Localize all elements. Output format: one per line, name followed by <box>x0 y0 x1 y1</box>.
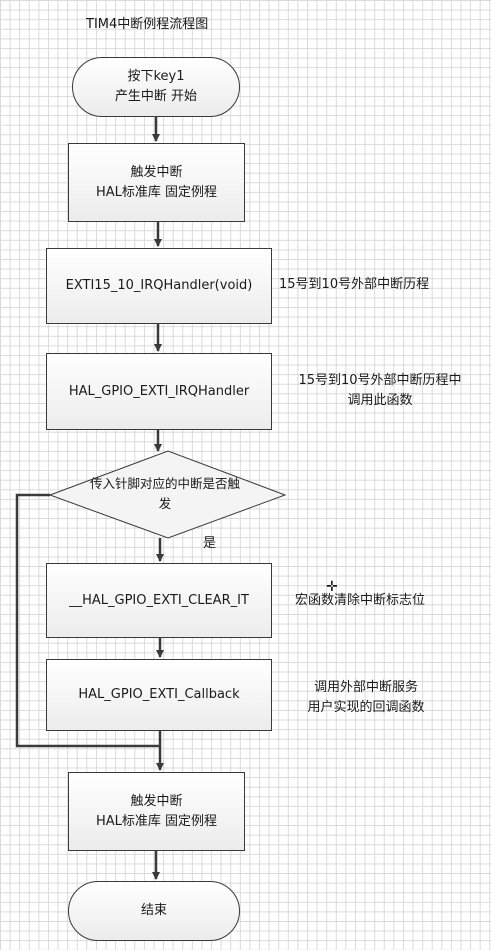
trigger-line-1: 触发中断 <box>130 164 183 180</box>
cursor-crosshair-icon: ✛ <box>326 579 338 595</box>
end-node: 结束 <box>68 881 240 941</box>
gpio-handler-node: HAL_GPIO_EXTI_IRQHandler <box>46 353 272 430</box>
gpio-annotation-line-2: 调用此函数 <box>347 393 413 408</box>
trigger-line-2: HAL标准库 固定例程 <box>95 184 218 200</box>
gpio-handler-label: HAL_GPIO_EXTI_IRQHandler <box>68 383 250 399</box>
start-line-1: 按下key1 <box>127 69 185 84</box>
start-line-2: 产生中断 开始 <box>114 89 198 104</box>
trigger2-line-1: 触发中断 <box>130 793 183 809</box>
end-label: 结束 <box>140 903 167 918</box>
decision-diamond <box>48 450 287 539</box>
gpio-handler-annotation: 15号到10号外部中断历程中 调用此函数 <box>280 371 480 411</box>
yes-branch-label: 是 <box>203 536 217 551</box>
gpio-annotation-line-1: 15号到10号外部中断历程中 <box>298 373 462 388</box>
callback-annotation-line-1: 调用外部中断服务 <box>313 680 418 695</box>
decision-line-1: 传入针脚对应的中断是否触 <box>89 476 240 491</box>
no-branch-loop-line <box>15 493 160 748</box>
start-node: 按下key1 产生中断 开始 <box>72 57 240 117</box>
diagram-title: TIM4中断例程流程图 <box>86 17 209 32</box>
decision-line-2: 发 <box>158 496 172 511</box>
exti-handler-label: EXTI15_10_IRQHandler(void) <box>65 278 253 293</box>
callback-label: HAL_GPIO_EXTI_Callback <box>78 687 240 702</box>
decision-label: 传入针脚对应的中断是否触 发 <box>60 474 270 514</box>
trigger-interrupt-node: 触发中断 HAL标准库 固定例程 <box>68 143 245 222</box>
clear-it-label: __HAL_GPIO_EXTI_CLEAR_IT <box>69 592 249 608</box>
callback-annotation-line-2: 用户实现的回调函数 <box>307 700 425 715</box>
callback-annotation: 调用外部中断服务 用户实现的回调函数 <box>286 678 446 718</box>
trigger-interrupt-node-2: 触发中断 HAL标准库 固定例程 <box>68 772 245 851</box>
clear-it-annotation: 宏函数清除中断标志位 <box>295 593 426 608</box>
clear-it-node: __HAL_GPIO_EXTI_CLEAR_IT <box>46 563 272 638</box>
exti-handler-annotation: 15号到10号外部中断历程 <box>279 277 430 292</box>
exti-handler-node: EXTI15_10_IRQHandler(void) <box>46 248 272 324</box>
trigger2-line-2: HAL标准库 固定例程 <box>95 813 218 829</box>
callback-node: HAL_GPIO_EXTI_Callback <box>46 659 272 731</box>
